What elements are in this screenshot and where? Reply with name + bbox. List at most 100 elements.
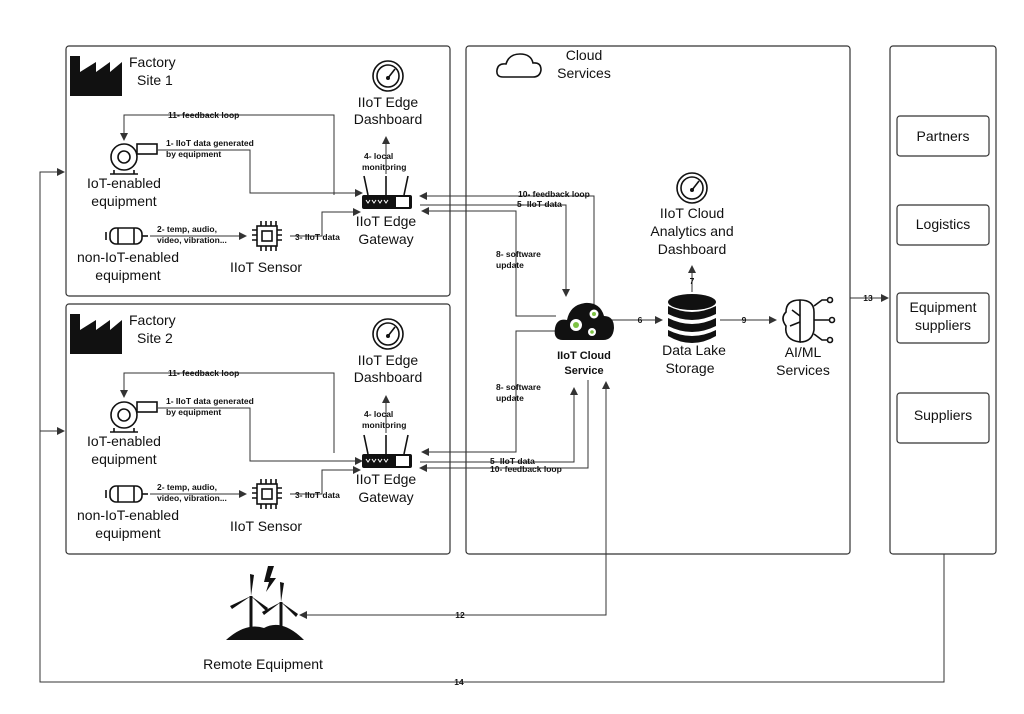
site1-software-update-connector — [421, 207, 556, 317]
feedback-loop-label: 11- feedback loop — [168, 110, 239, 120]
data-generated-label-line1: 1- IIoT data generated — [166, 138, 254, 148]
software-update-label-line2: update — [496, 393, 524, 403]
feedback-loop-link-label: 10- feedback loop — [490, 464, 562, 474]
site1-equipment-data-connector — [158, 149, 363, 197]
site1-cloud-data-connector — [420, 204, 570, 297]
cloud-gear-icon — [554, 302, 614, 340]
noniot-equipment-label-line2: equipment — [95, 525, 160, 541]
sensing-modes-label-line1: 2- temp, audio, — [157, 224, 217, 234]
iot-equipment-label-line2: equipment — [91, 193, 156, 209]
suppliers-label: Suppliers — [914, 407, 972, 423]
motor-icon — [105, 227, 148, 245]
sensor-data-label: 3- IIoT data — [295, 490, 340, 500]
equipment-suppliers-label-line1: Equipment — [910, 299, 977, 315]
sensor-label: IIoT Sensor — [230, 518, 302, 534]
aiml-label-line2: Services — [776, 362, 830, 378]
factory-icon — [70, 314, 122, 354]
pump-icon — [110, 143, 158, 175]
brain-circuit-icon — [782, 296, 836, 344]
local-monitoring-label-line2: monitoring — [362, 420, 406, 430]
gateway-label-line1: IIoT Edge — [356, 213, 417, 229]
remote-to-cloud-connector — [304, 381, 610, 616]
remote-equipment: Remote Equipment — [203, 566, 323, 672]
iot-equipment-label-line1: IoT-enabled — [87, 433, 161, 449]
wind-turbine-icon — [226, 566, 304, 640]
gateway-label-line1: IIoT Edge — [356, 471, 417, 487]
site1-sensor-data-connector — [290, 208, 361, 237]
iiot-data-link-label: 5- IIoT data — [490, 456, 535, 466]
datalake-label-line2: Storage — [665, 360, 714, 376]
gateway-label-line2: Gateway — [358, 231, 413, 247]
factory-site-2-panel — [65, 303, 451, 555]
gauge-icon — [676, 172, 708, 204]
analytics-label-line3: Dashboard — [658, 241, 727, 257]
factory-site-1: Factory Site 1 IIoT Edge Dashboard IoT-e… — [70, 54, 422, 283]
partners-label: Partners — [917, 128, 970, 144]
local-monitoring-label-line2: monitoring — [362, 162, 406, 172]
noniot-equipment-label-line1: non-IoT-enabled — [77, 249, 179, 265]
iot-equipment-label-line2: equipment — [91, 451, 156, 467]
sensor-chip-icon — [252, 479, 282, 509]
iiot-data-link-label: 5- IIoT data — [517, 199, 562, 209]
sensor-chip-icon — [252, 221, 282, 251]
cloud-icon — [496, 53, 542, 78]
motor-icon — [105, 485, 148, 503]
noniot-equipment-label-line1: non-IoT-enabled — [77, 507, 179, 523]
router-icon — [362, 434, 412, 468]
site2-cloud-data-connector — [420, 387, 578, 463]
site-title-line2: Site 2 — [137, 330, 173, 346]
gateway-label-line2: Gateway — [358, 489, 413, 505]
software-update-label-line1: 8- software — [496, 382, 541, 392]
cloud-service-label-line1: IIoT Cloud — [557, 350, 611, 362]
sensing-modes-label-line1: 2- temp, audio, — [157, 482, 217, 492]
site2-software-update-connector — [421, 330, 556, 456]
dashboard-label-line2: Dashboard — [354, 111, 423, 127]
gauge-icon — [372, 318, 404, 350]
local-monitoring-label-line1: 4- local — [364, 151, 393, 161]
pump-icon — [110, 401, 158, 433]
router-icon — [362, 175, 412, 209]
gauge-icon — [372, 60, 404, 92]
sensing-modes-label-line2: video, vibration... — [157, 493, 227, 503]
data-generated-label-line1: 1- IIoT data generated — [166, 396, 254, 406]
database-icon — [668, 294, 716, 343]
cloud-title-line1: Cloud — [566, 47, 603, 63]
software-update-label-line2: update — [496, 260, 524, 270]
sensing-modes-label-line2: video, vibration... — [157, 235, 227, 245]
cloud-services: Cloud Services IIoT Cloud Analytics and … — [496, 47, 836, 378]
equipment-suppliers-label-line2: suppliers — [915, 317, 971, 333]
site2-cloud-feedback-connector — [419, 380, 589, 472]
equipment-suppliers-box — [896, 292, 990, 344]
link-12-label: 12 — [455, 610, 465, 620]
link-labels: 10- feedback loop 5- IIoT data 8- softwa… — [454, 189, 873, 687]
local-monitoring-label-line1: 4- local — [364, 409, 393, 419]
link-9-label: 9 — [742, 315, 747, 325]
site-title-line2: Site 1 — [137, 72, 173, 88]
dashboard-label-line1: IIoT Edge — [358, 94, 419, 110]
datalake-label-line1: Data Lake — [662, 342, 726, 358]
connectors — [39, 114, 945, 683]
aiml-label-line1: AI/ML — [785, 344, 822, 360]
analytics-label-line2: Analytics and — [650, 223, 733, 239]
site-title-line1: Factory — [129, 312, 176, 328]
cloud-service-label-line2: Service — [564, 365, 603, 377]
link-14-label: 14 — [454, 677, 464, 687]
suppliers-box — [896, 392, 990, 444]
partners-box — [896, 115, 990, 157]
factory-site-1-panel — [65, 45, 451, 297]
site-title-line1: Factory — [129, 54, 176, 70]
link-6-label: 6 — [638, 315, 643, 325]
feedback-loop-link-label: 10- feedback loop — [518, 189, 590, 199]
logistics-box — [896, 204, 990, 246]
factory-icon — [70, 56, 122, 96]
link-13-label: 13 — [863, 293, 873, 303]
iot-equipment-label-line1: IoT-enabled — [87, 175, 161, 191]
data-generated-label-line2: by equipment — [166, 407, 221, 417]
factory-site-2: Factory Site 2 IIoT Edge Dashboard IoT-e… — [70, 312, 422, 541]
link-7-label: 7 — [690, 276, 695, 286]
cloud-services-panel — [465, 45, 851, 555]
dashboard-label-line1: IIoT Edge — [358, 352, 419, 368]
remote-equipment-label: Remote Equipment — [203, 656, 323, 672]
site2-sensor-data-connector — [290, 466, 361, 495]
